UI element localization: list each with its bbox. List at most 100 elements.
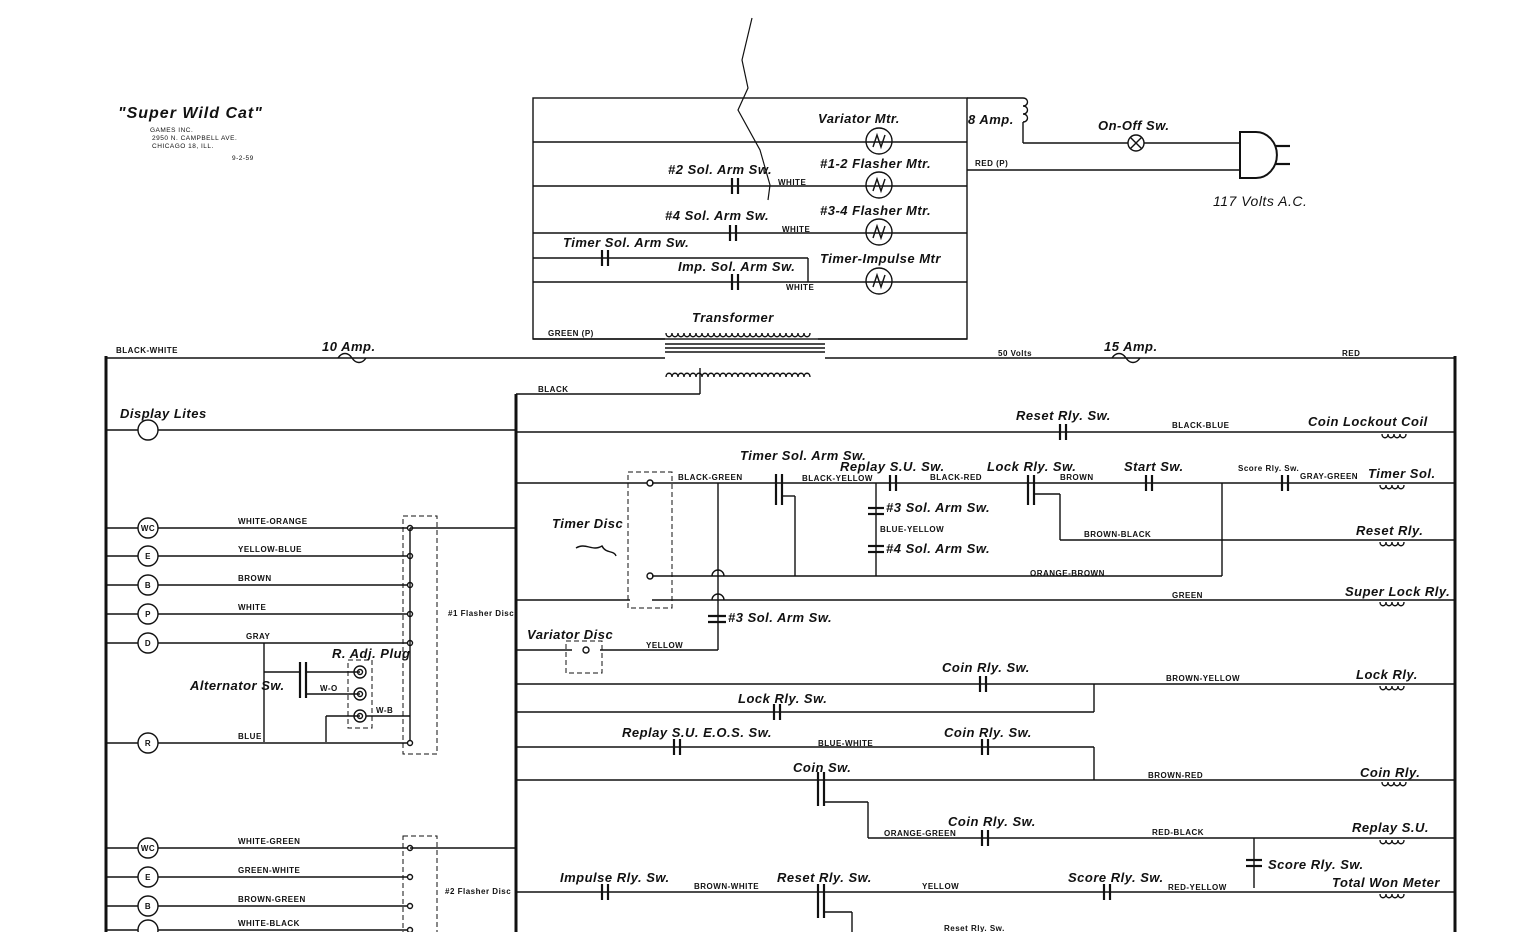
black-yellow-label: BLACK-YELLOW <box>802 474 873 483</box>
lamp-wire-label: BROWN <box>238 574 272 583</box>
score-rly-sw-2-label: Score Rly. Sw. <box>1268 857 1364 872</box>
lamp-wire-label: GRAY <box>246 632 271 641</box>
green-p: GREEN (P) <box>548 329 594 338</box>
flasher2-label: #2 Flasher Disc <box>445 887 511 896</box>
lamp-row: E GREEN-WHITE <box>106 866 414 888</box>
flasher-disc-1: #1 Flasher Disc <box>402 515 516 755</box>
lamp-letter: D <box>145 639 151 648</box>
sol4-label: #4 Sol. Arm Sw. <box>665 208 769 223</box>
green-label: GREEN <box>1172 591 1203 600</box>
fuse-15-icon <box>1111 352 1141 364</box>
lamp-wire-label: WHITE-ORANGE <box>238 517 308 526</box>
timer-sol-sw-label: Timer Sol. Arm Sw. <box>740 448 866 463</box>
lamp-row: B BROWN-GREEN <box>106 895 414 917</box>
company: GAMES INC. <box>150 127 193 134</box>
fuse-10-label: 10 Amp. <box>322 339 376 354</box>
timer-impulse-label: Timer-Impulse Mtr <box>820 251 941 266</box>
timer-sol-label: Timer Sol. Arm Sw. <box>563 235 689 250</box>
sol3-a-label: #3 Sol. Arm Sw. <box>886 500 990 515</box>
brown-red-label: BROWN-RED <box>1148 771 1203 780</box>
coin-lockout-label: Coin Lockout Coil <box>1308 414 1428 429</box>
lamp-letter: E <box>145 873 151 882</box>
lamp-icon <box>137 919 159 932</box>
orange-brown-label: ORANGE-BROWN <box>1030 569 1105 578</box>
flasher-12-motor-icon <box>865 171 893 199</box>
fuse-8-label: 8 Amp. <box>968 112 1014 127</box>
reset-rly-sw-3-label: Reset Rly. Sw. <box>944 924 1005 932</box>
gray-green-label: GRAY-GREEN <box>1300 472 1358 481</box>
red-black-label: RED-BLACK <box>1152 828 1204 837</box>
brown-white-label: BROWN-WHITE <box>694 882 759 891</box>
sol2-label: #2 Sol. Arm Sw. <box>668 162 772 177</box>
lamp-letter: P <box>145 610 151 619</box>
coin-sw-label: Coin Sw. <box>793 760 851 775</box>
reset-rly-sw-label: Reset Rly. Sw. <box>1016 408 1111 423</box>
black-red-label: BLACK-RED <box>930 473 982 482</box>
flasher-disc-2: #2 Flasher Disc <box>402 835 516 932</box>
transformer-label: Transformer <box>692 310 774 325</box>
lamp-row: E YELLOW-BLUE <box>106 545 414 567</box>
lamp-wire-label: WHITE <box>238 603 266 612</box>
lamp-wire-label: WHITE-BLACK <box>238 919 300 928</box>
black-green-label: BLACK-GREEN <box>678 473 743 482</box>
address-2: CHICAGO 18, ILL. <box>152 143 214 150</box>
main-bus: BLACK-WHITE 10 Amp. 50 Volts 15 Amp. RED… <box>104 339 1457 932</box>
address-1: 2950 N. CAMPBELL AVE. <box>152 135 237 142</box>
coin-rly-sw-3-label: Coin Rly. Sw. <box>948 814 1036 829</box>
imp-sol-label: Imp. Sol. Arm Sw. <box>678 259 795 274</box>
date: 9-2-59 <box>232 155 254 162</box>
variator-disc-label: Variator Disc <box>527 627 613 642</box>
score-rly-sw-label: Score Rly. Sw. <box>1238 464 1299 473</box>
lamp-wire-label: YELLOW-BLUE <box>238 545 302 554</box>
title: "Super Wild Cat" <box>118 105 263 122</box>
lamp-wire-label: BROWN-GREEN <box>238 895 306 904</box>
blue-yellow-label: BLUE-YELLOW <box>880 525 944 534</box>
transformer: Transformer <box>533 310 967 378</box>
black-blue-label: BLACK-BLUE <box>1172 421 1230 430</box>
orange-green-label: ORANGE-GREEN <box>884 829 956 838</box>
lamp-row: D GRAY <box>106 632 414 654</box>
lamp-letter: B <box>145 902 151 911</box>
reset-rly-sw-2-label: Reset Rly. Sw. <box>777 870 872 885</box>
lamp-letter: WC <box>141 524 155 533</box>
brown-yellow-label: BROWN-YELLOW <box>1166 674 1240 683</box>
coin-rly-sw-1-label: Coin Rly. Sw. <box>942 660 1030 675</box>
white-2: WHITE <box>782 225 810 234</box>
lamp-row: P WHITE <box>106 603 414 625</box>
start-sw-label: Start Sw. <box>1124 459 1184 474</box>
onoff-label: On-Off Sw. <box>1098 118 1169 133</box>
total-won-label: Total Won Meter <box>1332 875 1440 890</box>
lamp-wire-label: WHITE-GREEN <box>238 837 300 846</box>
flasher-disc-2-lamps: WCWHITE-GREENEGREEN-WHITEBBROWN-GREENWHI… <box>106 837 414 932</box>
lock-rly-sw-2-label: Lock Rly. Sw. <box>738 691 827 706</box>
fuse-15-label: 15 Amp. <box>1104 339 1158 354</box>
coin-rly-sw-2-label: Coin Rly. Sw. <box>944 725 1032 740</box>
volts-50-label: 50 Volts <box>998 349 1032 358</box>
white-3: WHITE <box>786 283 814 292</box>
r-adj-plug-label: R. Adj. Plug <box>332 646 410 661</box>
brown-label: BROWN <box>1060 473 1094 482</box>
w-b-label: W-B <box>376 706 393 715</box>
power-input: 8 Amp. On-Off Sw. RED (P) 117 Volts A.C. <box>967 97 1307 209</box>
reset-rly-label: Reset Rly. <box>1356 523 1423 538</box>
flasher-34-motor-icon <box>865 218 893 246</box>
timer-disc-label: Timer Disc <box>552 516 624 531</box>
variator-motor-label: Variator Mtr. <box>818 111 900 126</box>
volts-label: 117 Volts A.C. <box>1213 193 1307 209</box>
blue-white-label: BLUE-WHITE <box>818 739 873 748</box>
lamp-row: WHITE-BLACK <box>106 919 414 932</box>
lamp-row: WC WHITE-ORANGE <box>106 517 414 539</box>
right-rungs: Reset Rly. Sw. BLACK-BLUE Coin Lockout C… <box>516 408 1455 932</box>
lamp-wire-label: GREEN-WHITE <box>238 866 301 875</box>
lamp-letter: E <box>145 552 151 561</box>
yellow-label: YELLOW <box>646 641 683 650</box>
alternator-label: Alternator Sw. <box>189 678 285 693</box>
lock-rly-sw-label: Lock Rly. Sw. <box>987 459 1076 474</box>
coin-rly-label: Coin Rly. <box>1360 765 1420 780</box>
white-1: WHITE <box>778 178 806 187</box>
red-label: RED <box>1342 349 1360 358</box>
yellow-2-label: YELLOW <box>922 882 959 891</box>
